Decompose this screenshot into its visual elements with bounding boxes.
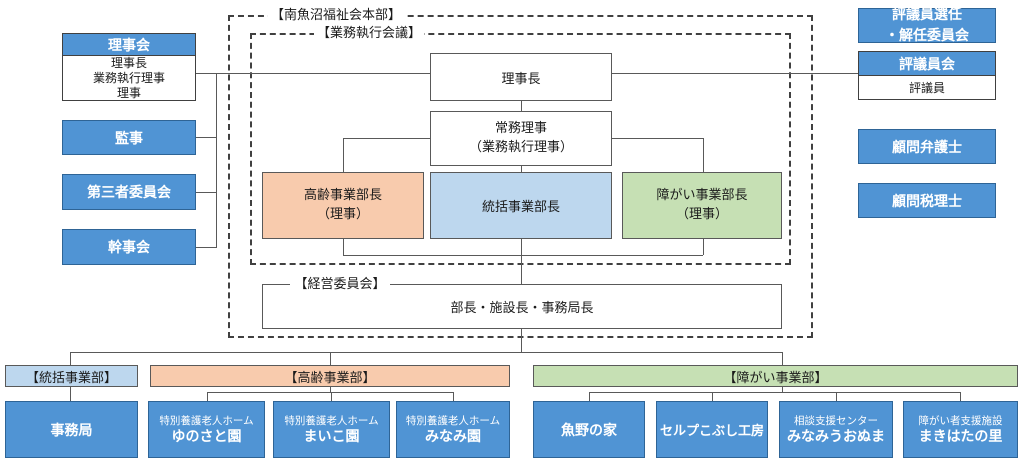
connector-line: [343, 255, 703, 256]
councilor-appointment-committee-box: 評議員選任 ・解任委員会: [858, 7, 996, 44]
connector-line: [196, 137, 216, 138]
connector-line: [196, 247, 216, 248]
connector-line: [521, 101, 522, 111]
facility-type-label: 障がい者支援施設: [918, 414, 1003, 427]
connector-line: [589, 392, 961, 393]
connector-line: [343, 138, 344, 172]
facility-type-label: 特別養護老人ホーム: [284, 414, 379, 427]
yunosato-en-box: 特別養護老人ホーム ゆのさと園: [148, 401, 265, 458]
connector-line: [207, 392, 454, 393]
selp-kobushi-workshop-box: セルプこぶし工房: [656, 401, 768, 458]
connector-line: [782, 352, 783, 366]
general-dept-head-box: 統括事業部長: [430, 172, 612, 239]
consultation-support-center-box: 相談支援センター みなみうおぬま: [779, 401, 893, 458]
elderly-dept-head-box: 高齢事業部長 （理事）: [262, 172, 424, 239]
facility-name-label: みなみうおぬま: [787, 428, 885, 445]
facility-type-label: 特別養護老人ホーム: [405, 414, 501, 427]
connector-line: [343, 239, 344, 255]
maiko-en-box: 特別養護老人ホーム まいこ園: [273, 401, 390, 458]
connector-line: [521, 166, 522, 172]
connector-line: [589, 392, 590, 401]
board-of-councilors-box: 評議員会 評議員: [858, 51, 996, 100]
president-box: 理事長: [430, 53, 612, 101]
auditors-box: 監事: [62, 120, 196, 155]
connector-line: [703, 138, 704, 172]
connector-line: [521, 329, 522, 353]
councilors-label: 評議員: [908, 80, 945, 95]
facility-type-label: 相談支援センター: [794, 414, 878, 427]
connector-line: [782, 387, 783, 392]
secretaries-council-box: 幹事会: [62, 229, 196, 265]
connector-line: [343, 138, 430, 139]
legal-advisor-box: 顧問弁護士: [858, 129, 996, 164]
connector-line: [196, 73, 430, 74]
connector-line: [330, 387, 331, 392]
connector-line: [216, 73, 217, 248]
board-of-directors-title: 理事会: [63, 34, 195, 56]
connector-line: [330, 352, 331, 366]
connector-line: [836, 392, 837, 401]
connector-line: [612, 138, 703, 139]
board-of-councilors-title: 評議員会: [859, 52, 995, 76]
honbu-frame: [228, 15, 813, 338]
disability-dept-header: 【障がい事業部】: [533, 365, 1018, 387]
minami-en-box: 特別養護老人ホーム みなみ園: [396, 401, 510, 458]
connector-line: [960, 392, 961, 401]
facility-name-label: みなみ園: [425, 428, 481, 445]
connector-line: [712, 392, 713, 401]
facility-type-label: 特別養護老人ホーム: [159, 414, 254, 427]
board-of-directors-members: 理事長 業務執行理事 理事: [92, 56, 165, 100]
connector-line: [703, 239, 704, 255]
facility-name-label: ゆのさと園: [171, 428, 242, 445]
gyomu-shikko-frame: [250, 33, 791, 265]
connector-line: [453, 392, 454, 401]
board-of-directors-box: 理事会 理事長 業務執行理事 理事: [62, 33, 196, 101]
general-affairs-dept-header: 【統括事業部】: [5, 365, 138, 387]
secretariat-box: 事務局: [5, 401, 138, 458]
management-committee-label: 【経営委員会】: [290, 276, 390, 293]
third-party-committee-box: 第三者委員会: [62, 174, 196, 210]
honbu-frame-label: 【南魚沼福祉会本部】: [268, 7, 404, 24]
connector-line: [70, 387, 71, 401]
connector-line: [331, 392, 332, 401]
connector-line: [70, 352, 782, 353]
disability-dept-head-box: 障がい事業部長 （理事）: [622, 172, 782, 239]
facility-name-label: まいこ園: [303, 428, 360, 445]
connector-line: [196, 192, 216, 193]
managing-director-box: 常務理事 （業務執行理事）: [430, 111, 612, 166]
facility-name-label: まきはたの里: [918, 428, 1003, 445]
connector-line: [612, 73, 858, 74]
tax-advisor-box: 顧問税理士: [858, 183, 996, 218]
connector-line: [70, 352, 71, 366]
gyomu-shikko-frame-label: 【業務執行会議】: [314, 25, 424, 42]
connector-line: [207, 392, 208, 401]
makihata-no-sato-box: 障がい者支援施設 まきはたの里: [903, 401, 1018, 458]
connector-line: [521, 239, 522, 284]
uono-house-box: 魚野の家: [533, 401, 645, 458]
elderly-dept-header: 【高齢事業部】: [150, 365, 510, 387]
